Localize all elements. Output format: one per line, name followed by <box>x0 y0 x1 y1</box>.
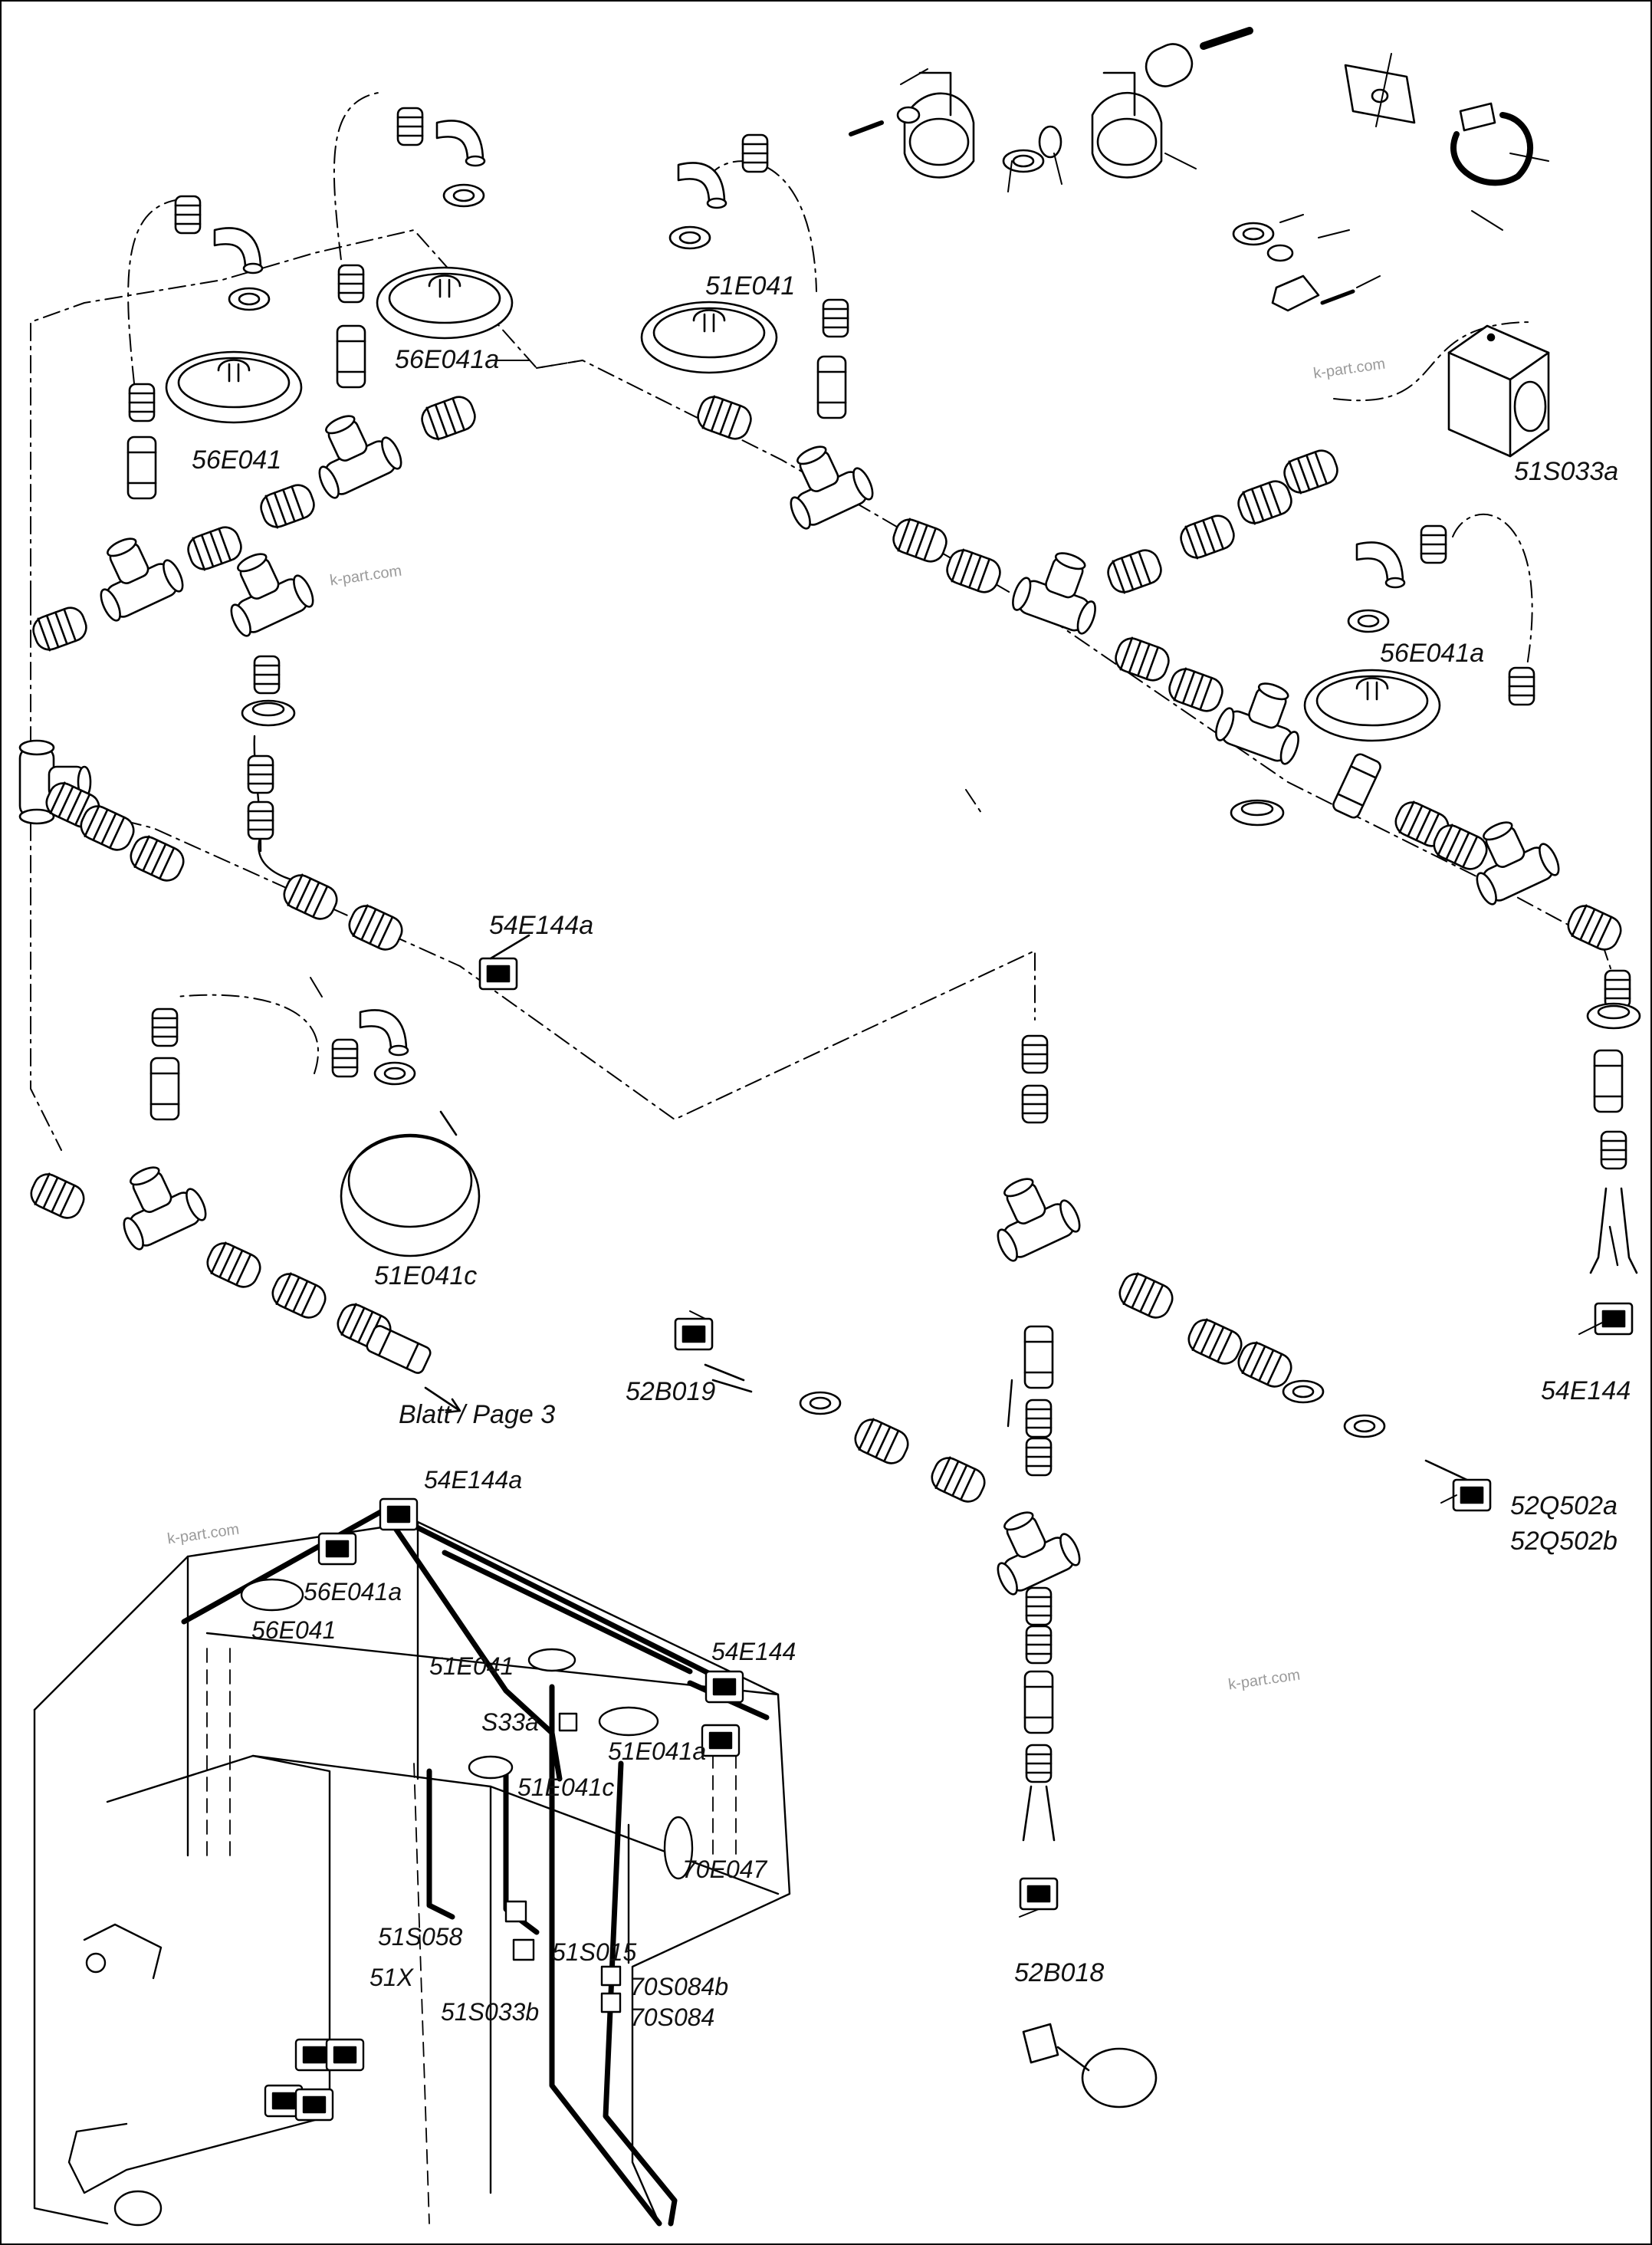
harness-components <box>240 1497 744 2122</box>
left-side-assembly <box>18 739 530 991</box>
label-51E041c: 51E041c <box>374 1261 478 1290</box>
label-51E041-top: 51E041 <box>705 271 796 301</box>
label-56E041a-harness: 56E041a <box>304 1578 402 1606</box>
label-S33a-harness: S33a <box>481 1708 539 1736</box>
label-52B019: 52B019 <box>626 1377 716 1406</box>
label-70E047-harness: 70E047 <box>682 1855 767 1883</box>
upper-mid-left-assembly <box>299 107 514 502</box>
label-51S033a: 51S033a <box>1514 457 1619 486</box>
label-54E144-right: 54E144 <box>1541 1376 1631 1405</box>
vehicle-dashed-hidden <box>206 1648 737 2224</box>
label-51E041c-harness: 51E041c <box>517 1773 615 1801</box>
label-51S033b-harness: 51S033b <box>441 1998 540 2026</box>
center-branches <box>674 1268 1492 1512</box>
label-54E144a-upper: 54E144a <box>489 911 594 940</box>
label-56E041a-right: 56E041a <box>1380 639 1485 668</box>
label-52Q502a: 52Q502a <box>1510 1491 1618 1520</box>
label-56E041a-top: 56E041a <box>395 345 500 374</box>
upper-left-assembly <box>28 195 319 840</box>
label-54E144-harness: 54E144 <box>711 1638 796 1665</box>
label-51S015-harness: 51S015 <box>552 1938 637 1966</box>
label-51S058-harness: 51S058 <box>378 1923 463 1951</box>
label-70S084b-harness: 70S084b <box>630 1973 729 2000</box>
vehicle-outline <box>33 1520 791 2227</box>
right-side-assembly <box>1303 524 1641 1336</box>
label-51E041-harness: 51E041 <box>429 1652 514 1680</box>
label-blatt-page-3: Blatt / Page 3 <box>399 1400 556 1429</box>
label-52Q502b: 52Q502b <box>1510 1527 1618 1556</box>
leader-lines <box>310 53 1611 1918</box>
lower-left-assembly <box>25 1007 481 1414</box>
center-vertical-assembly <box>977 1034 1158 2109</box>
label-52B018: 52B018 <box>1014 1958 1105 1987</box>
label-56E041-top-left: 56E041 <box>192 445 282 475</box>
upper-right-hardware <box>849 27 1533 312</box>
label-51X-harness: 51X <box>369 1964 413 1991</box>
switch-box-51S033a <box>1447 324 1550 458</box>
label-54E144a-harness: 54E144a <box>424 1466 523 1494</box>
label-56E041-harness: 56E041 <box>251 1616 337 1644</box>
label-70S084-harness: 70S084 <box>630 2003 715 2031</box>
label-51E041a-harness: 51E041a <box>608 1737 707 1765</box>
